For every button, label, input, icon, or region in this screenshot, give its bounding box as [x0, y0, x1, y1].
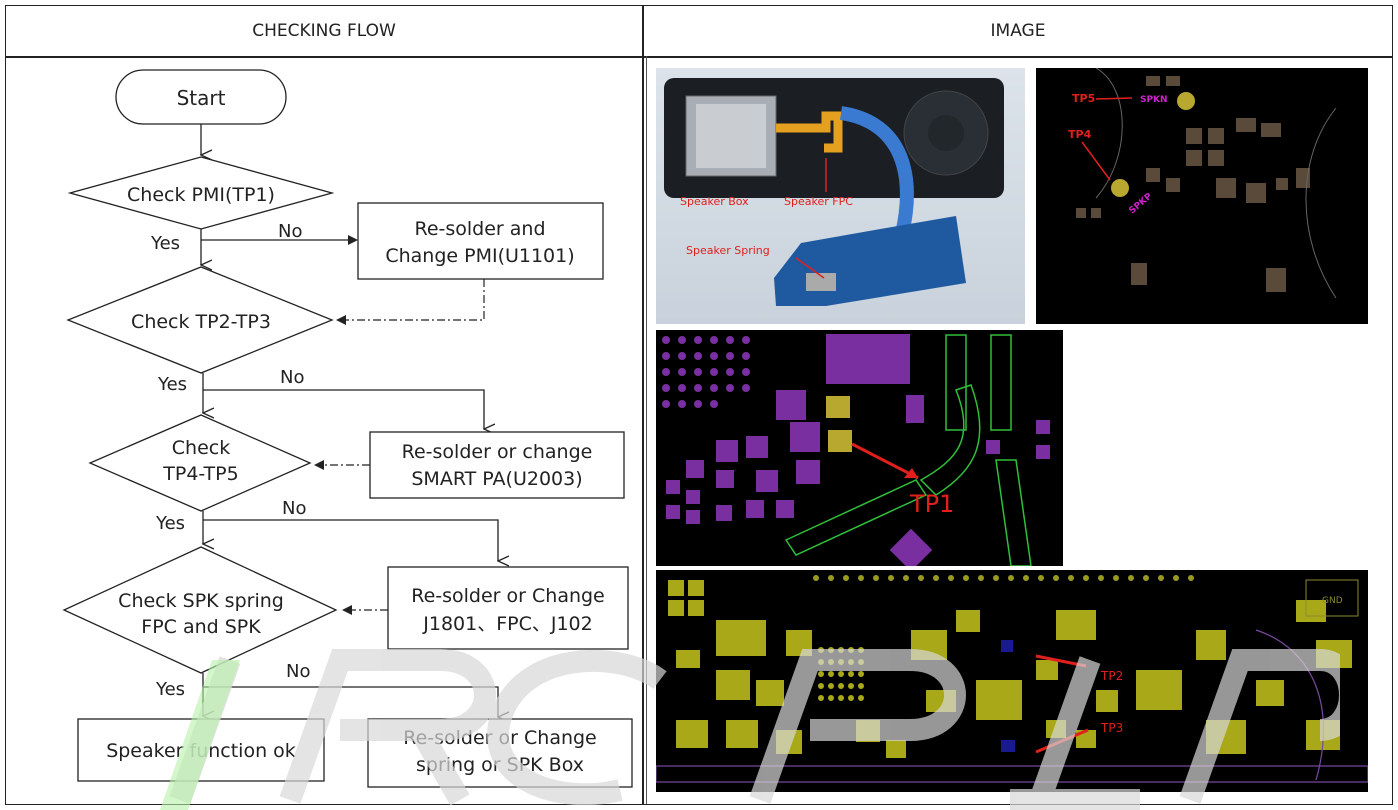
no-label-4: No [286, 661, 310, 682]
check-pmi-label: Check PMI(TP1) [127, 184, 275, 206]
pcb-tp1-image: TP1 [656, 330, 1063, 566]
pcb-tp4-tp5-image: TP5 SPKN TP4 SPKP [1036, 68, 1368, 324]
table-frame [5, 5, 1393, 805]
resolder-pmi-line2: Change PMI(U1101) [385, 245, 574, 267]
resolder-pa-line2: SMART PA(U2003) [411, 468, 582, 490]
yes-label-4: Yes [155, 679, 185, 700]
header-checking-flow: CHECKING FLOW [252, 21, 396, 41]
resolder-pa-box [369, 431, 625, 499]
yes-label-1: Yes [150, 233, 180, 254]
column-divider-inner [646, 56, 647, 804]
pcb-label-tp5: TP5 [1072, 92, 1095, 105]
pcb-label-tp4: TP4 [1068, 128, 1092, 141]
pcb-label-gnd: GND [1322, 596, 1343, 606]
resolder-pa-line1: Re-solder or change [402, 441, 593, 463]
no-label-3: No [282, 498, 306, 519]
photo-label-speaker-fpc: Speaker FPC [784, 195, 853, 208]
pcb-tp2-tp3-image: GND TP2 TP3 [656, 570, 1368, 792]
check-tp4-line1: Check [172, 437, 230, 459]
resolder-j1801-box [387, 566, 629, 650]
check-spk-line1: Check SPK spring [118, 590, 284, 612]
resolder-spring-line2: spring or SPK Box [416, 754, 584, 776]
resolder-pmi-line1: Re-solder and [414, 218, 545, 240]
yes-label-3: Yes [155, 513, 185, 534]
header-divider [6, 56, 1392, 58]
resolder-pmi-box [357, 202, 604, 280]
flowchart: Start Check PMI(TP1) Yes No Re-solder an… [62, 69, 633, 788]
photo-label-speaker-spring: Speaker Spring [686, 244, 770, 257]
speaker-ok-label: Speaker function ok [106, 740, 296, 762]
pcb-label-tp2: TP2 [1100, 669, 1123, 683]
yes-label-2: Yes [157, 374, 187, 395]
pcb-label-tp3: TP3 [1100, 721, 1123, 735]
speaker-assembly-photo: Speaker Box Speaker FPC Speaker Spring [656, 68, 1025, 324]
photo-label-speaker-box: Speaker Box [680, 195, 749, 208]
no-label-2: No [280, 367, 304, 388]
check-tp2-tp3-label: Check TP2-TP3 [131, 311, 271, 333]
resolder-j-line1: Re-solder or Change [411, 585, 605, 607]
check-spk-line2: FPC and SPK [141, 616, 261, 638]
pcb-label-tp1: TP1 [909, 490, 954, 518]
header-image: IMAGE [990, 21, 1046, 41]
check-tp2-tp3-decision [66, 266, 334, 374]
no-label-1: No [278, 221, 302, 242]
column-divider [642, 6, 644, 804]
check-tp4-tp5-decision [88, 414, 312, 512]
resolder-j-line2: J1801、FPC、J102 [422, 613, 592, 635]
resolder-spring-line1: Re-solder or Change [403, 727, 597, 749]
pcb-label-spkn: SPKN [1140, 95, 1168, 105]
start-label: Start [177, 86, 226, 110]
pcb-label-spkp: SPKP [1128, 191, 1155, 216]
check-tp4-line2: TP4-TP5 [162, 463, 238, 485]
